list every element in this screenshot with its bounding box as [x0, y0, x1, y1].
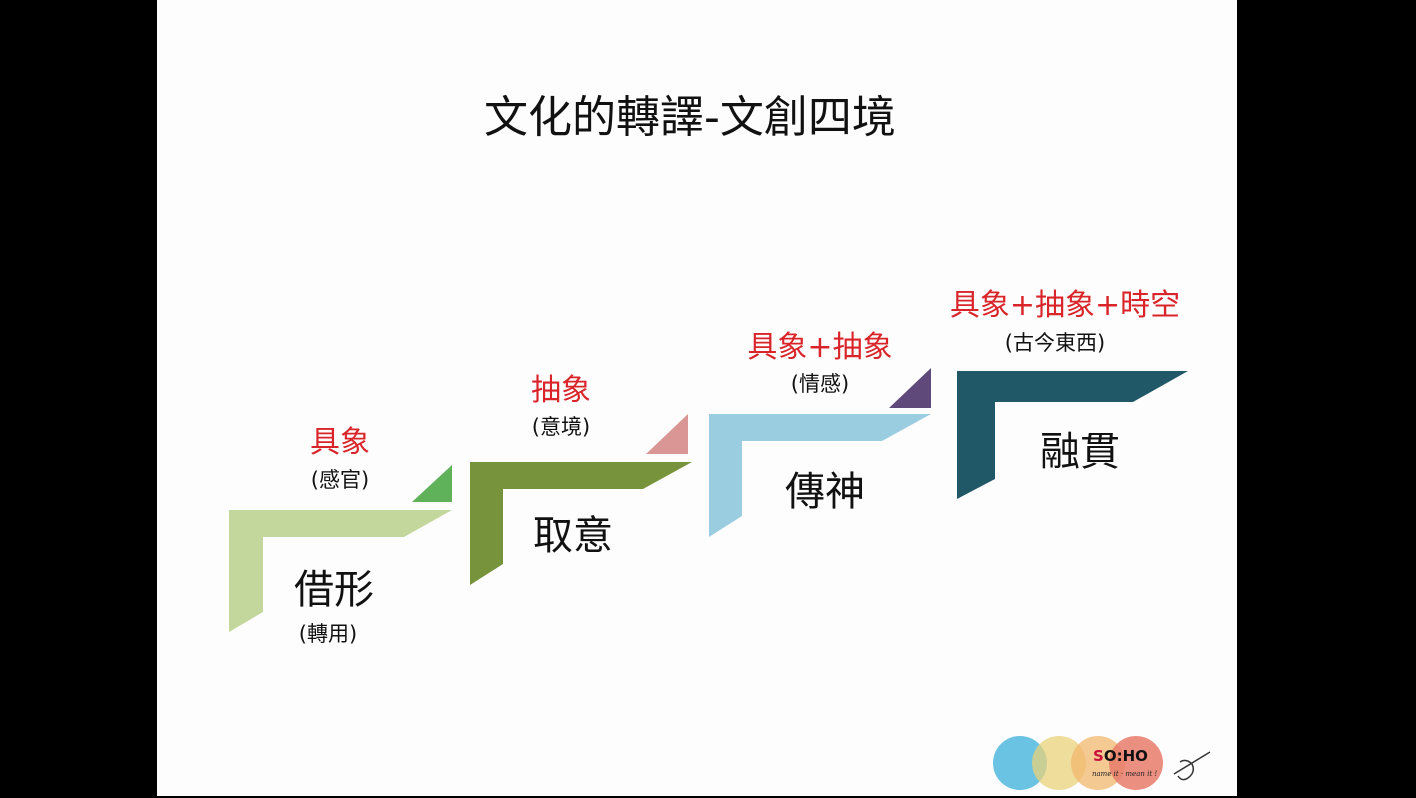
step-2-above-sub: (意境)	[531, 415, 591, 439]
svg-text:name it · mean it !: name it · mean it !	[1092, 770, 1157, 778]
step-3-label: 傳神	[785, 469, 865, 515]
step-4-above-sub: (古今東西)	[1004, 331, 1106, 355]
step-3-above: 具象+抽象	[747, 330, 893, 365]
step-1-shape	[229, 510, 452, 632]
step-2-label: 取意	[533, 513, 613, 559]
step-1-above-sub: (感官)	[310, 468, 370, 492]
step-2-above: 抽象	[531, 373, 591, 408]
soho-logo: SO:HO name it · mean it !	[992, 734, 1222, 794]
svg-text:SO:HO: SO:HO	[1093, 747, 1148, 765]
step-3-shape	[709, 414, 931, 537]
step-3-accent-triangle	[889, 368, 931, 408]
slide-title: 文化的轉譯-文創四境	[484, 92, 896, 143]
step-4-above: 具象+抽象+時空	[949, 288, 1181, 323]
step-2-shape	[470, 462, 692, 585]
step-3-above-sub: (情感)	[790, 372, 850, 396]
step-1-label-sub: (轉用)	[298, 622, 358, 646]
step-2-accent-triangle	[646, 414, 688, 454]
step-4-label: 融貫	[1040, 429, 1120, 475]
step-1-label: 借形	[294, 567, 374, 613]
step-1-above: 具象	[310, 425, 370, 460]
step-4-shape	[957, 371, 1188, 499]
step-1-accent-triangle	[412, 465, 452, 502]
